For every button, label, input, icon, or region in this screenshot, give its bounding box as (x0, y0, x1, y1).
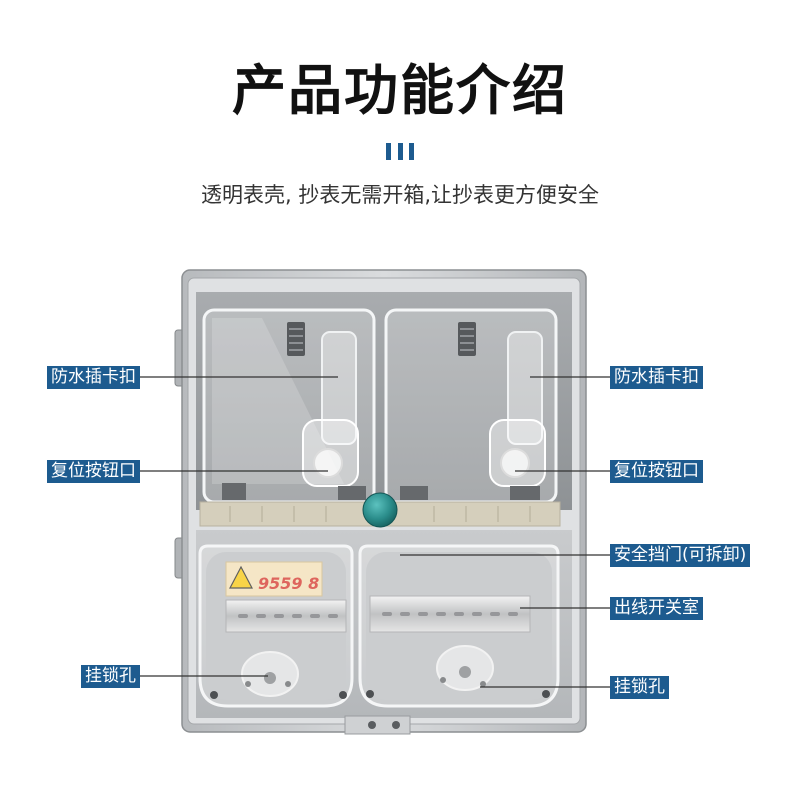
din-rail-slot (328, 614, 338, 618)
teal-knob (362, 492, 398, 528)
din-rail-slot (274, 614, 284, 618)
din-rail-slot (292, 614, 302, 618)
screw (480, 681, 486, 687)
screw (245, 681, 251, 687)
left-outlet-cover (198, 544, 354, 708)
upper-bottom-vent (400, 486, 428, 500)
left-din-rail (225, 599, 347, 633)
callout-left-reset-button: 复位按钮口 (47, 460, 140, 483)
window-reflection (212, 318, 344, 484)
strip-ticks (229, 506, 531, 522)
callout-left-waterproof-clip: 防水插卡扣 (47, 366, 140, 389)
accent-bar (397, 143, 403, 160)
screw (366, 690, 374, 698)
din-rail-slot (256, 614, 266, 618)
left-reset-button (313, 448, 343, 478)
din-rail-slot (490, 612, 500, 616)
screw (542, 690, 550, 698)
callout-right-padlock-hole: 挂锁孔 (610, 676, 669, 699)
warning-triangle-icon (229, 565, 253, 589)
upper-bottom-vent (510, 486, 540, 500)
accent-bar (409, 143, 414, 160)
screw (368, 721, 376, 729)
upper-bottom-vent (222, 483, 246, 500)
left-padlock-hole (241, 651, 299, 697)
accent-bar (386, 143, 391, 160)
warning-label: 9559 8 (225, 561, 323, 597)
right-card-slot (507, 331, 543, 445)
din-rail-slot (418, 612, 428, 616)
right-padlock-hole (436, 645, 494, 691)
screw (339, 691, 347, 699)
title-accent-bars (386, 143, 414, 160)
right-top-vent (458, 322, 476, 356)
screw (285, 681, 291, 687)
callout-left-padlock-hole: 挂锁孔 (81, 665, 140, 688)
bottom-seal-tab (344, 715, 411, 735)
din-rail-slot (508, 612, 518, 616)
left-card-slot (321, 331, 357, 445)
din-rail-slot (310, 614, 320, 618)
callout-outlet-switch-room: 出线开关室 (610, 597, 703, 620)
callout-right-waterproof-clip: 防水插卡扣 (610, 366, 703, 389)
screw (210, 691, 218, 699)
page-subtitle: 透明表壳, 抄表无需开箱,让抄表更方便安全 (200, 183, 600, 207)
callout-safety-door: 安全挡门(可拆卸) (610, 544, 751, 567)
left-top-vent (287, 322, 305, 356)
screw (392, 721, 400, 729)
right-din-rail (369, 595, 531, 633)
upper-bottom-vent (338, 486, 366, 500)
right-reset-button (500, 448, 530, 478)
din-rail-slot (238, 614, 248, 618)
leader-lines (140, 376, 610, 688)
din-rail-slot (400, 612, 410, 616)
screw (440, 677, 446, 683)
din-rail-slot (436, 612, 446, 616)
din-rail-slot (472, 612, 482, 616)
right-outlet-cover (358, 544, 560, 708)
din-rail-slot (382, 612, 392, 616)
page-title: 产品功能介绍 (232, 59, 568, 122)
callout-right-reset-button: 复位按钮口 (610, 460, 703, 483)
din-rail-slot (454, 612, 464, 616)
warning-label-number: 9559 8 (258, 574, 319, 593)
